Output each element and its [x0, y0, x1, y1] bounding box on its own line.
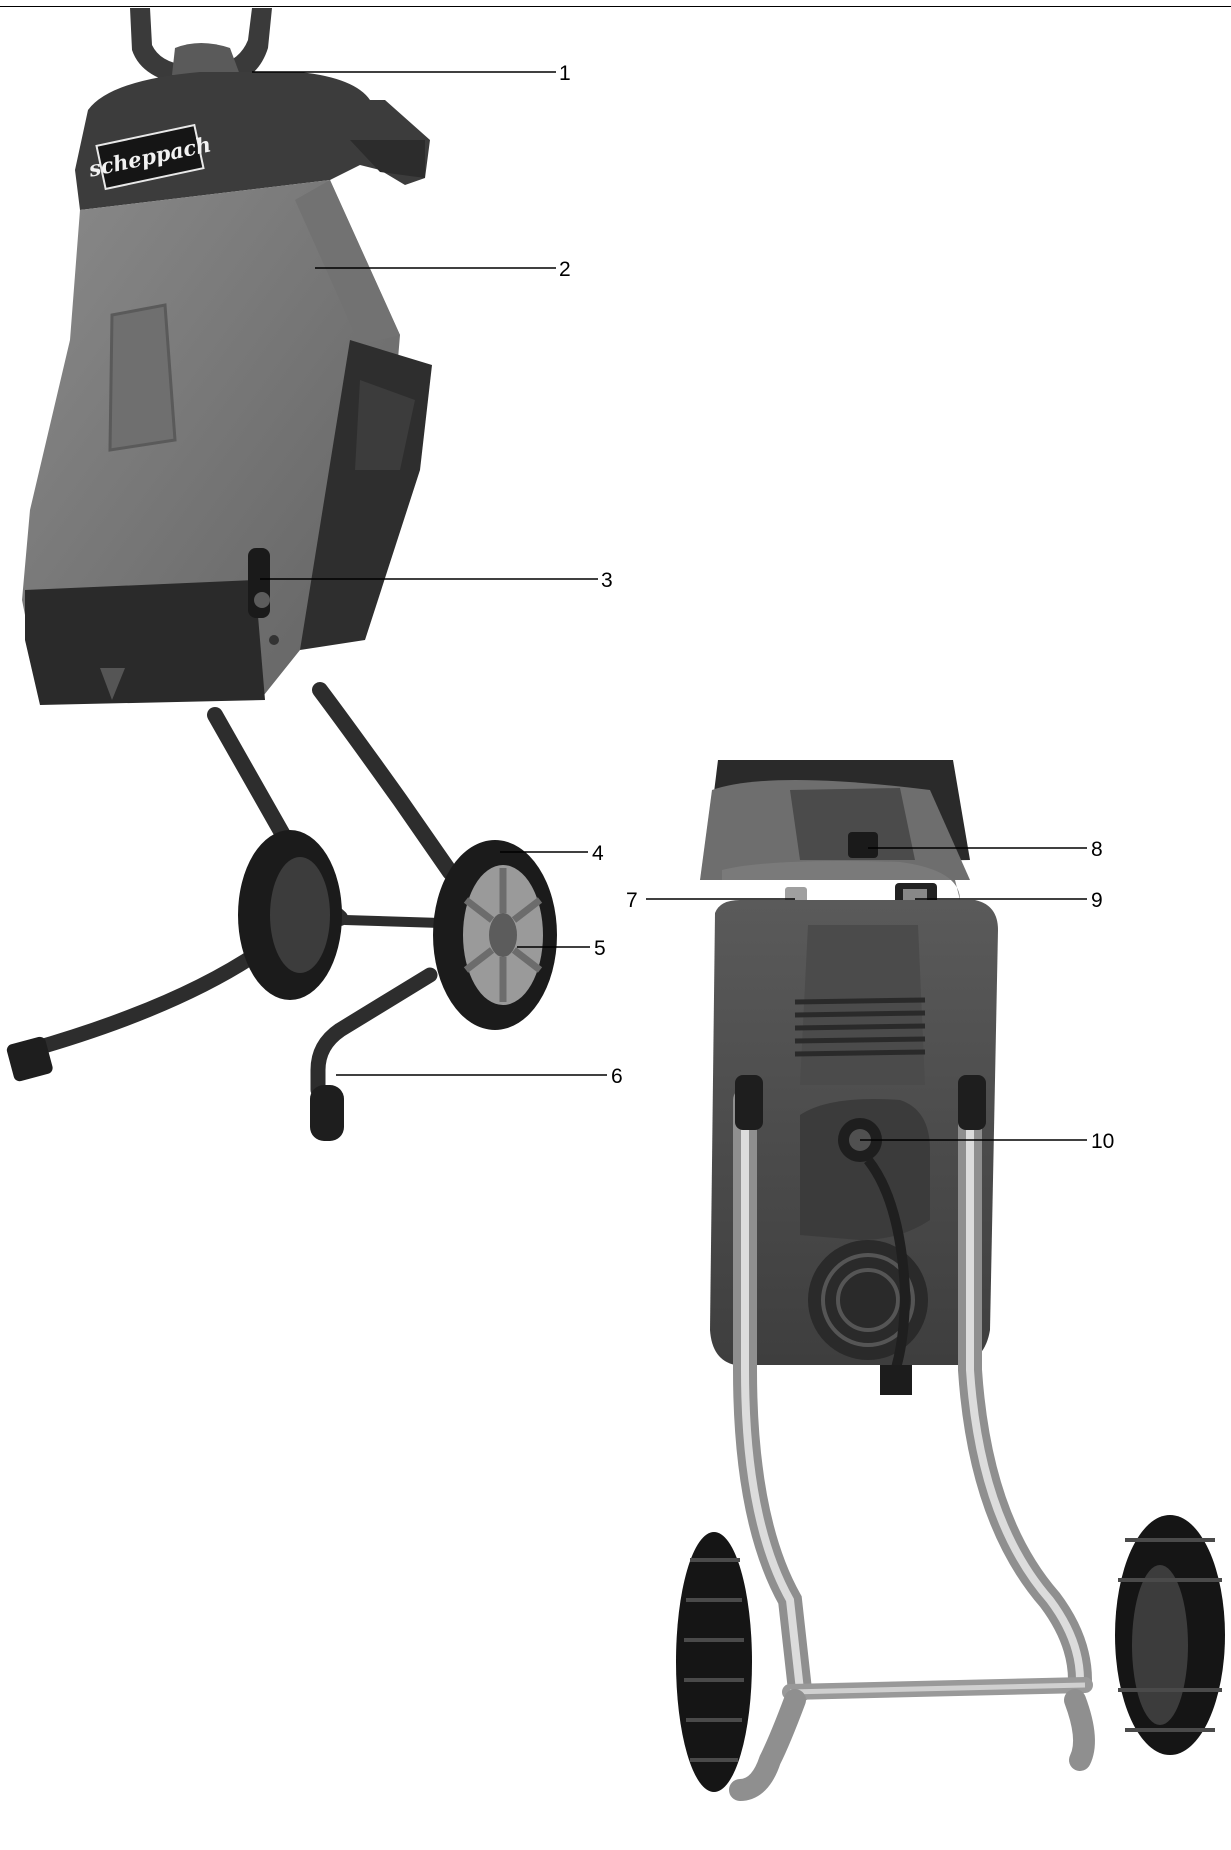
- foot-left: [6, 1036, 53, 1082]
- callout-lines: [252, 71, 1087, 1141]
- vent-grille: [794, 997, 926, 1057]
- housing: [22, 180, 432, 705]
- callout-numbers: 1 2 3 4 5 6 7 8 9 10: [559, 62, 1114, 1153]
- tube-frame: [729, 1075, 1095, 1801]
- callout-10: 10: [1091, 1130, 1114, 1153]
- callout-2: 2: [559, 258, 571, 281]
- callout-3: 3: [601, 569, 613, 592]
- motor-fan-cover: [808, 1240, 928, 1360]
- callout-7: 7: [626, 889, 638, 912]
- foot-right: [310, 1085, 344, 1141]
- callout-9: 9: [1091, 889, 1103, 912]
- callout-6: 6: [611, 1065, 623, 1088]
- shredder-rear-view: [676, 760, 1225, 1801]
- page-top-rule: [0, 6, 1231, 7]
- cord-clamp: [848, 832, 878, 858]
- rear-wheel-left: [676, 1532, 752, 1792]
- carry-handle: [130, 8, 272, 86]
- callout-4: 4: [592, 842, 604, 865]
- callout-8: 8: [1091, 838, 1103, 861]
- shredder-side-view: scheppach: [6, 8, 557, 1141]
- callout-1: 1: [559, 62, 571, 85]
- hopper-top: scheppach: [75, 72, 430, 210]
- callout-5: 5: [594, 937, 606, 960]
- rear-wheel-right: [1115, 1515, 1225, 1755]
- latch: [248, 548, 279, 645]
- wheel-rear: [238, 830, 342, 1000]
- wheel-front: [433, 840, 557, 1030]
- power-cord: [864, 1156, 911, 1387]
